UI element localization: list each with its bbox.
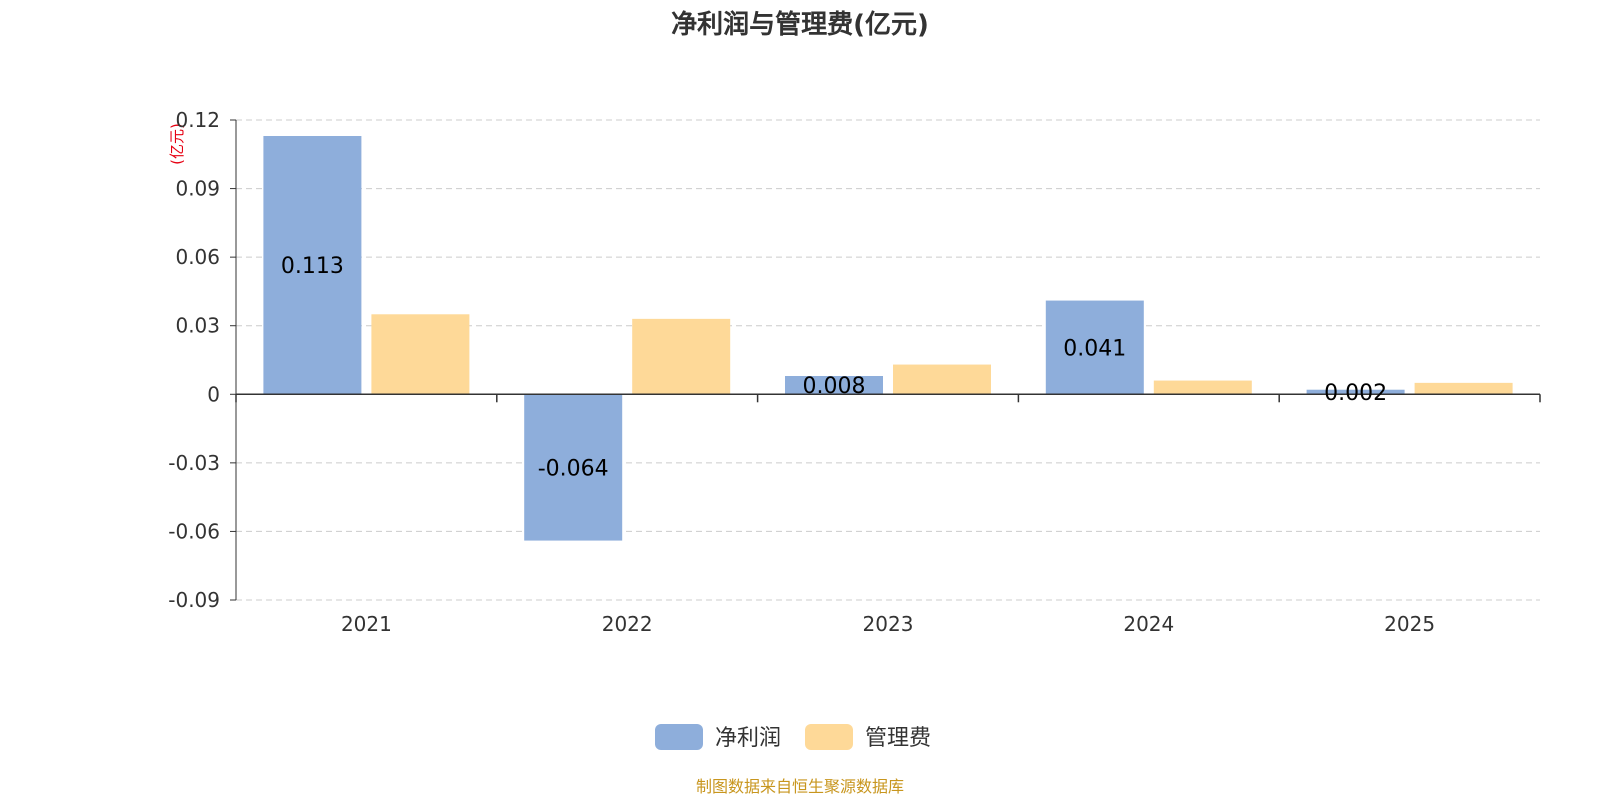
bar-net-profit[interactable]	[785, 376, 883, 395]
data-label: 0.041	[1063, 336, 1126, 361]
x-tick-label: 2025	[1384, 612, 1435, 636]
y-axis-unit: (亿元)	[168, 123, 186, 165]
legend[interactable]: 净利润 管理费	[655, 724, 931, 751]
x-tick-label: 2022	[602, 612, 653, 636]
x-tick-label: 2023	[863, 612, 914, 636]
legend-label[interactable]: 净利润	[715, 726, 781, 751]
bar-admin-expense[interactable]	[632, 318, 731, 395]
axes: 0.12 0.09 0.06 0.03 0 -0.03 -0.06 -0.09 2021 2022…	[168, 108, 1541, 636]
data-label: 0.008	[803, 374, 866, 399]
bar-net-profit[interactable]	[1045, 300, 1144, 395]
chart-title: 净利润与管理费(亿元)	[671, 9, 929, 40]
y-tick-label: -0.03	[168, 451, 220, 475]
bar-net-profit[interactable]	[524, 394, 623, 541]
bar-net-profit[interactable]	[1306, 389, 1405, 395]
x-tick-label: 2021	[341, 612, 392, 636]
legend-label[interactable]: 管理费	[865, 726, 931, 751]
source-note: 制图数据来自恒生聚源数据库	[696, 777, 904, 796]
data-label: -0.064	[538, 456, 609, 481]
y-tick-label: 0.09	[175, 177, 220, 201]
data-label: 0.113	[281, 254, 344, 279]
legend-swatch[interactable]	[805, 724, 853, 750]
y-tick-label: 0.03	[175, 314, 220, 338]
bars	[263, 136, 1513, 541]
y-tick-label: 0.12	[175, 108, 220, 132]
bar-admin-expense[interactable]	[893, 364, 991, 395]
y-tick-label: -0.09	[168, 588, 220, 612]
x-tick-label: 2024	[1123, 612, 1174, 636]
bar-net-profit[interactable]	[263, 136, 362, 395]
y-tick-label: -0.06	[168, 519, 220, 543]
legend-swatch[interactable]	[655, 724, 703, 750]
y-tick-label: 0	[207, 382, 220, 406]
bar-admin-expense[interactable]	[371, 314, 470, 395]
data-label: 0.002	[1324, 381, 1387, 406]
data-labels: 0.113 -0.064 0.008 0.041 0.002	[281, 254, 1387, 481]
y-tick-label: 0.06	[175, 245, 220, 269]
bar-admin-expense[interactable]	[1153, 380, 1252, 395]
bar-admin-expense[interactable]	[1414, 382, 1513, 395]
grid-lines	[236, 119, 1540, 601]
